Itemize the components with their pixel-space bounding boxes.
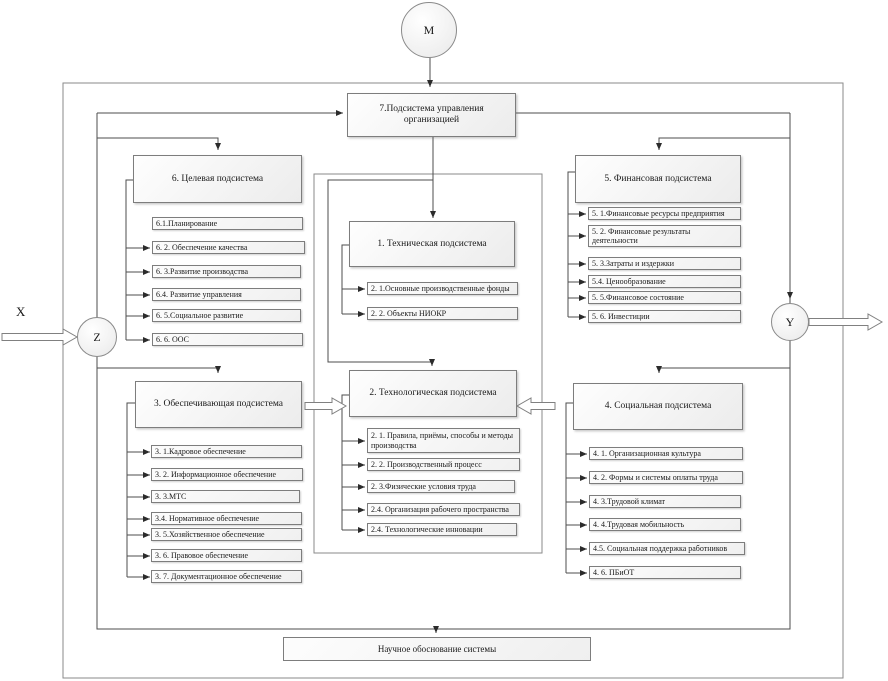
system-m-node: М [401, 2, 457, 58]
providing-item: 3. 5.Хозяйственное обеспечение [151, 528, 302, 541]
technical-item: 2. 2. Объекты НИОКР [367, 307, 518, 320]
z-node-label: Z [93, 329, 101, 344]
technological-item: 2.4. Организация рабочего пространства [367, 503, 520, 516]
technological-item: 2. 3.Физические условия труда [367, 480, 515, 493]
providing-item: 3. 7. Документационное обеспечение [151, 570, 302, 583]
target-item: 6. 6. ООС [152, 333, 303, 346]
social-subsystem-box: 4. Социальная подсистема [573, 383, 743, 430]
target-item: 6. 3.Развитие производства [152, 265, 301, 278]
social-item: 4.5. Социальная поддержка работников [589, 542, 745, 555]
social-to-technological-arrow [515, 397, 556, 415]
target-item: 6.4. Развитие управления [152, 288, 301, 301]
providing-subsystem-box: 3. Обеспечивающая подсистема [135, 381, 302, 428]
providing-item: 3. 3.МТС [151, 490, 300, 503]
input-flow-arrow [1, 328, 79, 346]
scientific-foundation-box: Научное обоснование системы [283, 637, 591, 661]
social-item: 4. 4.Трудовая мобильность [589, 518, 741, 531]
financial-item: 5.4. Ценообразование [588, 275, 741, 288]
flow-lines [96, 58, 793, 633]
target-item: 6.1.Планирование [152, 217, 303, 230]
providing-item: 3. 2. Информационное обеспечение [151, 468, 303, 481]
social-item: 4. 2. Формы и системы оплаты труда [589, 471, 743, 484]
financial-item: 5. 3.Затраты и издержки [588, 257, 741, 270]
input-x-label: X [16, 304, 26, 319]
technological-subsystem-box: 2. Технологическая подсистема [349, 370, 517, 417]
output-y-node: Y [771, 303, 809, 341]
technological-item: 2. 1. Правила, приёмы, способы и методы … [367, 428, 520, 453]
social-item: 4. 1. Организационная культура [589, 447, 743, 460]
output-flow-arrow [808, 313, 884, 331]
central-frame [313, 173, 543, 554]
financial-item: 5. 5.Финансовое состояние [588, 291, 741, 304]
technical-item: 2. 1.Основные производственные фонды [367, 282, 518, 295]
financial-item: 5. 6. Инвестиции [588, 310, 741, 323]
inner-loop-frame [96, 113, 791, 630]
input-z-node: Z [77, 317, 117, 357]
target-item: 6. 2. Обеспечение качества [152, 241, 305, 254]
providing-item: 3. 1.Кадровое обеспечение [151, 445, 302, 458]
outer-frame [62, 82, 844, 679]
management-subsystem-box: 7.Подсистема управления организацией [347, 93, 516, 137]
technological-item: 2. 2. Производственный процесс [367, 458, 520, 471]
m-node-label: М [423, 22, 435, 37]
social-item: 4. 3.Трудовой климат [589, 495, 741, 508]
technological-item: 2.4. Технологические инновации [367, 523, 517, 536]
target-item: 6. 5.Социальное развитие [152, 309, 301, 322]
providing-item: 3.4. Нормативное обеспечение [151, 512, 302, 525]
financial-item: 5. 2. Финансовые результаты деятельности [588, 225, 741, 247]
technical-subsystem-box: 1. Техническая подсистема [349, 221, 515, 267]
financial-subsystem-box: 5. Финансовая подсистема [575, 155, 741, 203]
financial-item: 5. 1.Финансовые ресурсы предприятия [588, 207, 741, 220]
providing-item: 3. 6. Правовое обеспечение [151, 549, 302, 562]
y-node-label: Y [785, 314, 795, 329]
social-item: 4. 6. ПБиОТ [589, 566, 741, 579]
providing-to-technological-arrow [304, 397, 348, 415]
target-subsystem-box: 6. Целевая подсистема [133, 155, 302, 203]
